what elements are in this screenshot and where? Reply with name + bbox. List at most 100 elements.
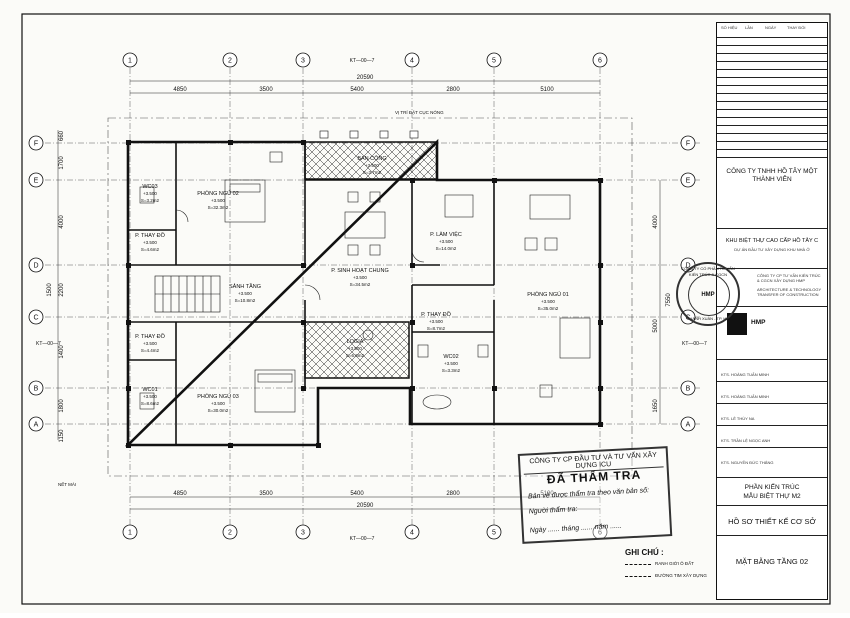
room-area: S=3.3m2 (442, 368, 461, 373)
tb-sheet: MẶT BẰNG TẦNG 02 (717, 535, 827, 571)
svg-text:1: 1 (128, 58, 132, 65)
dim-right-1: 4000 (653, 215, 659, 229)
tb-part-text: PHẦN KIẾN TRÚC (744, 484, 800, 491)
room-area: S=6.6m2 (346, 353, 365, 358)
room-elevation: +3.500 (348, 346, 362, 351)
section-mark-left: KT—00—7 (36, 341, 61, 347)
svg-text:3: 3 (301, 58, 305, 65)
svg-text:B: B (34, 386, 39, 393)
tb-signer-1: KTS. HOÀNG TUẤN MINH (717, 359, 827, 381)
room-elevation: +3.500 (541, 299, 555, 304)
room-name: SẢNH TẦNG (229, 283, 261, 290)
svg-text:D: D (685, 263, 690, 270)
tb-consultant-en: ARCHITECTURE & TECHNOLOGY TRANSFER OF CO… (757, 287, 822, 297)
tb-signer-2: KTS. HOÀNG TUẤN MINH (717, 381, 827, 403)
dim-total-bottom: 20590 (357, 503, 374, 509)
grid-bubble-left-B: B (28, 380, 44, 396)
room-name: PHÒNG NGỦ 02 (197, 190, 239, 197)
room-name: WC01 (142, 387, 157, 393)
svg-text:3: 3 (301, 530, 305, 537)
company-seal: CÔNG TY CỔ PHẦN TƯ VẤN KIẾN TRÚC & CGCN … (676, 262, 740, 326)
room-elevation: +3.500 (365, 163, 379, 168)
note-boundary: RANH GIỚI Ô ĐẤT (655, 561, 694, 566)
svg-text:B: B (686, 386, 691, 393)
balcony-hatch (304, 141, 438, 180)
room-name: LOGIA (347, 339, 364, 345)
stamp-line-1: Bản vẽ được thẩm tra theo văn bản số: (527, 487, 650, 501)
tb-consultant-abbr: HMP (751, 319, 766, 326)
tb-signer-3: KTS. LÊ THÙY NA (717, 403, 827, 425)
dim-left-3: 4000 (59, 215, 65, 229)
room-area: S=4.4m2 (141, 348, 160, 353)
room-name: WC03 (142, 184, 157, 190)
seal-center-text: HMP (701, 292, 715, 298)
grid-bubble-left-D: D (28, 257, 44, 273)
staircase (154, 275, 221, 313)
room-name: PHÒNG NGỦ 01 (527, 291, 569, 298)
svg-text:6: 6 (598, 530, 602, 537)
room-elevation: +3.500 (238, 291, 252, 296)
stair-note: NẾT MÁI (58, 481, 76, 487)
grid-bubble-top-3: 3 (295, 52, 311, 68)
tb-header-4: THAY ĐỔI (787, 25, 806, 30)
room-area: S=14.0m2 (436, 246, 457, 251)
dim-bottom-1: 4850 (173, 491, 187, 497)
seal-inner (688, 274, 730, 316)
axis-line-sample (625, 576, 651, 577)
svg-text:E: E (686, 178, 691, 185)
dim-left-1: 660 (59, 130, 65, 141)
room-elevation: +3.500 (211, 401, 225, 406)
room-elevation: +3.500 (353, 275, 367, 280)
svg-text:E: E (34, 178, 39, 185)
tb-header-3: NGÀY (765, 25, 777, 30)
dim-left-5: 1500 (47, 283, 53, 297)
dim-bottom-4: 2800 (446, 491, 460, 497)
room-name: WC02 (443, 354, 458, 360)
ac-note: VỊ TRÍ ĐẶT CỤC NÓNG (395, 109, 444, 115)
room-elevation: +3.500 (143, 394, 157, 399)
tb-revision-grid (717, 37, 827, 157)
grid-bubble-left-F: F (28, 135, 44, 151)
notes-title: GHI CHÚ : (625, 548, 664, 557)
room-elevation: +3.500 (143, 191, 157, 196)
room-elevation: +3.500 (211, 198, 225, 203)
sheet-border (21, 13, 831, 605)
dim-right-3: 5000 (653, 319, 659, 333)
room-name: P. LÀM VIỆC (430, 230, 462, 238)
title-block: SỐ HIỆU LẦN NGÀY THAY ĐỔI CÔNG TY TNHH H… (716, 22, 828, 600)
svg-text:2: 2 (228, 58, 232, 65)
dim-bottom-2: 3500 (259, 491, 273, 497)
room-elevation: +3.500 (444, 361, 458, 366)
section-mark-bottom: KT—00—7 (350, 536, 375, 542)
svg-text:6: 6 (598, 58, 602, 65)
room-name: PHÒNG NGỦ 03 (197, 393, 239, 400)
tb-signer-5: KTS. NGUYỄN ĐỨC THẮNG (717, 447, 827, 477)
plot-boundary (107, 117, 633, 477)
furniture (139, 151, 591, 413)
room-elevation: +3.500 (429, 319, 443, 324)
logia-hatch (304, 321, 410, 379)
grid-bubble-top-4: 4 (404, 52, 420, 68)
room-elevation: +3.500 (143, 240, 157, 245)
tb-owner-text: CÔNG TY TNHH HỒ TÂY MỘT THÀNH VIÊN (726, 168, 818, 183)
dim-top-1: 4850 (173, 87, 187, 93)
room-name: P. THAY ĐỒ (421, 311, 452, 318)
room-area: S=4.6m2 (141, 247, 160, 252)
grid-bubble-bottom-1: 1 (122, 524, 138, 540)
svg-text:5: 5 (492, 58, 496, 65)
room-area: S=10.8m2 (235, 298, 256, 303)
tb-project-text: KHU BIỆT THỰ CAO CẤP HỒ TÂY C (725, 238, 819, 244)
dim-top-5: 5100 (540, 87, 554, 93)
interior-walls (128, 142, 495, 445)
room-area: S=34.5m2 (350, 282, 371, 287)
room-area: S=8.6m2 (141, 401, 160, 406)
svg-text:4: 4 (410, 530, 414, 537)
